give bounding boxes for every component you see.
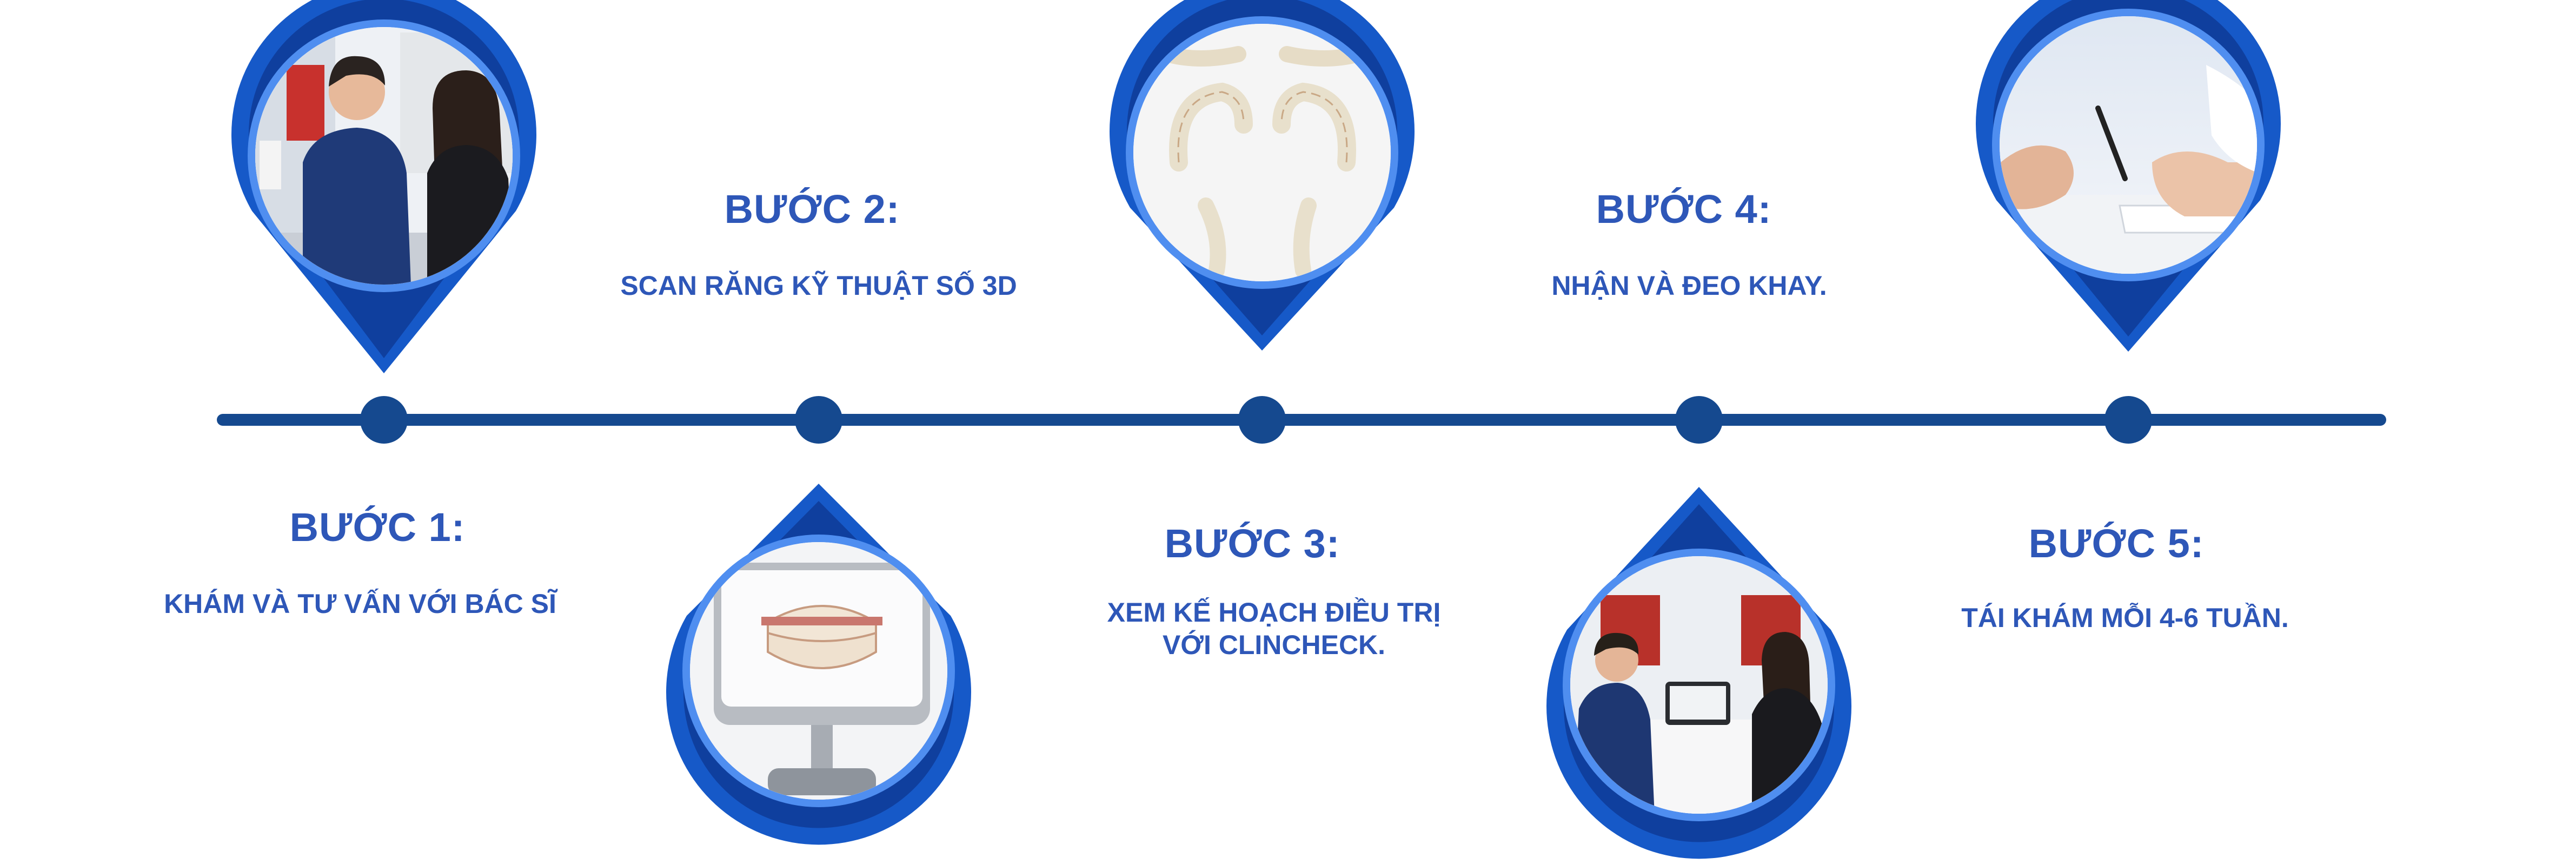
step-5-title: BƯỚC 5: bbox=[2028, 521, 2205, 566]
step-3-pin bbox=[1110, 0, 1415, 351]
step-4-title: BƯỚC 4: bbox=[1596, 187, 1772, 232]
step-3-title: BƯỚC 3: bbox=[1164, 521, 1340, 566]
step-3-description: XEM KẾ HOẠCH ĐIỀU TRỊ VỚI CLINCHECK. bbox=[1107, 596, 1441, 661]
step-1-description: KHÁM VÀ TƯ VẤN VỚI BÁC SĨ bbox=[164, 588, 556, 620]
timeline-node-4 bbox=[1675, 396, 1723, 444]
step-5-description: TÁI KHÁM MỖI 4-6 TUẦN. bbox=[1961, 602, 2289, 634]
aligner-delivery-photo bbox=[1570, 556, 1828, 814]
step-1-desc-line: KHÁM VÀ TƯ VẤN VỚI BÁC SĨ bbox=[164, 589, 556, 619]
doctor-consultation-photo bbox=[255, 27, 513, 285]
step-4-description: NHẬN VÀ ĐEO KHAY. bbox=[1551, 269, 1827, 302]
step-2-pin bbox=[666, 484, 971, 845]
step-3-desc-line-2: VỚI CLINCHECK. bbox=[1162, 630, 1386, 660]
step-1-pin bbox=[231, 0, 536, 373]
dental-arch-model-image bbox=[1133, 24, 1391, 281]
timeline-node-2 bbox=[795, 396, 842, 444]
3d-scanner-photo bbox=[690, 542, 947, 800]
step-3-desc-line-1: XEM KẾ HOẠCH ĐIỀU TRỊ bbox=[1107, 597, 1441, 628]
timeline-node-1 bbox=[360, 396, 408, 444]
step-5-pin bbox=[1976, 0, 2281, 352]
step-4-pin bbox=[1546, 487, 1851, 859]
step-2-desc-line: SCAN RĂNG KỸ THUẬT SỐ 3D bbox=[620, 271, 1017, 301]
writing-hands-photo bbox=[2000, 16, 2257, 274]
step-1-title: BƯỚC 1: bbox=[289, 505, 466, 550]
step-5-desc-line: TÁI KHÁM MỖI 4-6 TUẦN. bbox=[1961, 603, 2289, 633]
timeline-node-5 bbox=[2104, 396, 2152, 444]
timeline-node-3 bbox=[1238, 396, 1286, 444]
step-4-desc-line: NHẬN VÀ ĐEO KHAY. bbox=[1551, 271, 1827, 301]
step-2-title: BƯỚC 2: bbox=[724, 187, 900, 232]
step-2-description: SCAN RĂNG KỸ THUẬT SỐ 3D bbox=[620, 269, 1017, 302]
